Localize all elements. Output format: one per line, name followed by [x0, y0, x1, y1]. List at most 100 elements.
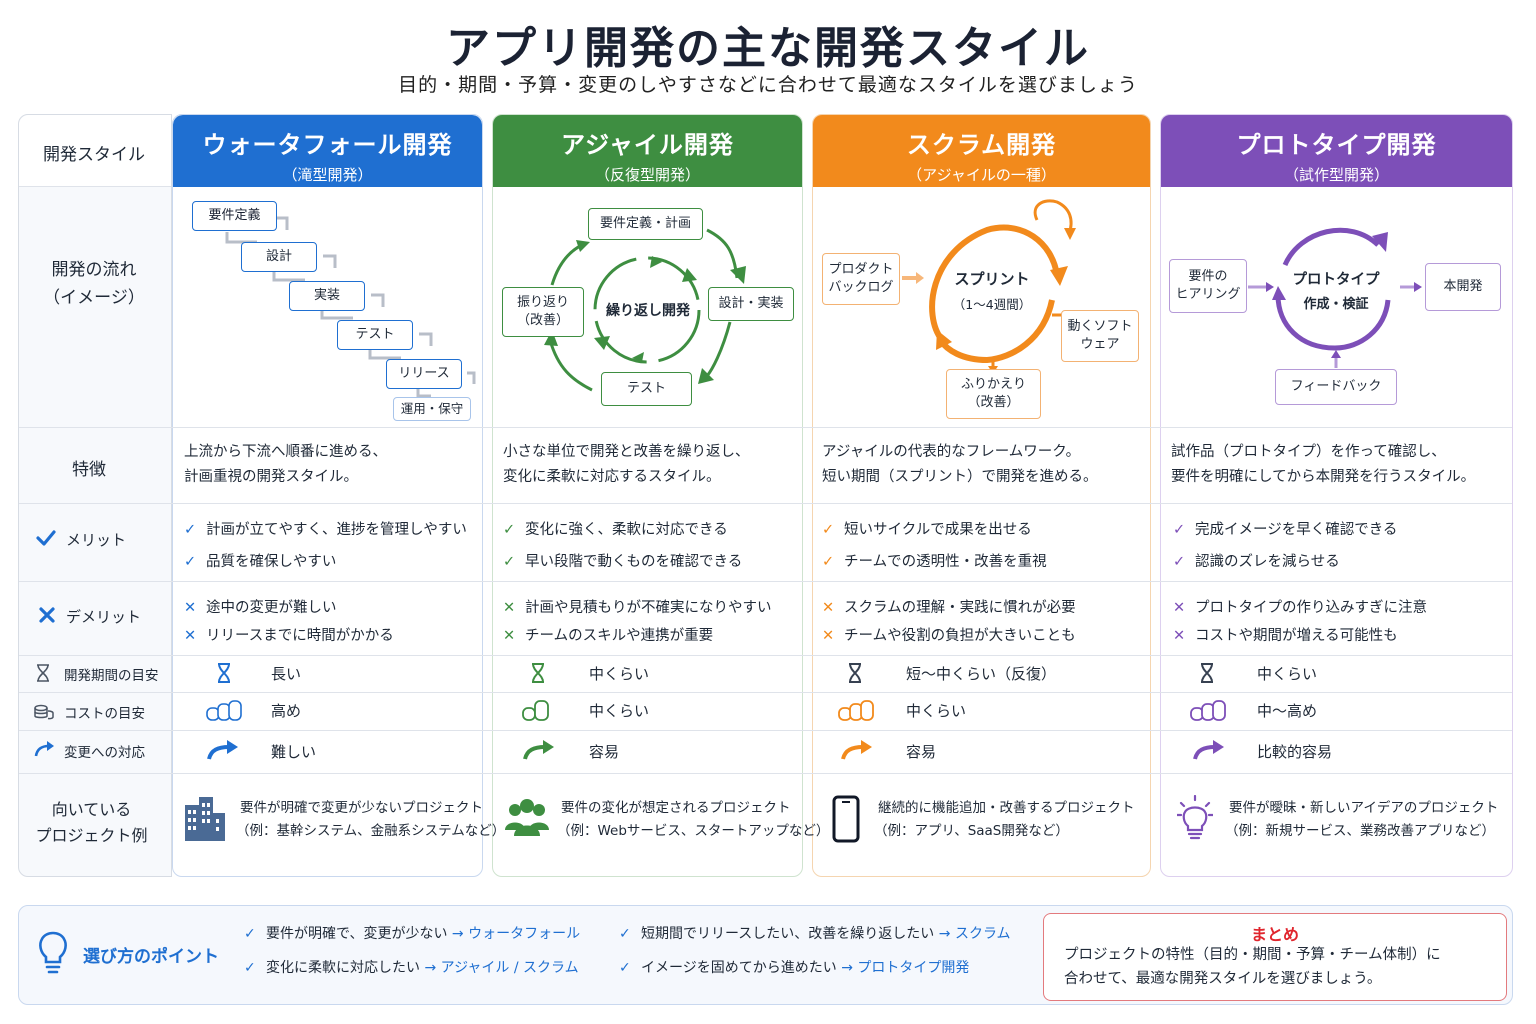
hourglass-icon	[532, 663, 544, 683]
feature-line: 計画重視の開発スタイル。	[184, 469, 358, 485]
merit-item: ✓ 早い段階で動くものを確認できる	[503, 550, 742, 571]
check-icon: ✓	[1173, 522, 1186, 538]
smartphone-icon	[832, 795, 860, 843]
row-label-merit: メリット	[66, 531, 127, 549]
demerit-item: ✕ 途中の変更が難しい	[184, 596, 337, 617]
scrum-retrospective: ふりかえり （改善）	[946, 369, 1041, 419]
period-value: 長い	[271, 665, 302, 683]
hourglass-icon	[35, 664, 51, 686]
period-value: 中くらい	[1257, 665, 1318, 683]
prototype-hearing: 要件の ヒアリング	[1169, 259, 1247, 313]
agile-cycle-arrows	[544, 228, 746, 392]
point-target: → ウォータフォール	[451, 926, 581, 942]
row-divider	[19, 503, 1512, 504]
column-agile: アジャイル開発 （反復型開発）	[492, 114, 803, 877]
change-value: 容易	[906, 743, 937, 761]
flow-step-implementation: 実装	[289, 281, 365, 311]
feature-line: 要件を明確にしてから本開発を行うスタイル。	[1171, 469, 1476, 485]
check-icon: ✓	[184, 554, 197, 570]
point-item: ✓短期間でリリースしたい、改善を繰り返したい → スクラム	[619, 923, 1011, 943]
cost-value: 中くらい	[906, 702, 967, 720]
merit-text: チームでの透明性・改善を重視	[844, 554, 1047, 570]
cross-icon: ✕	[184, 628, 197, 644]
cross-icon: ✕	[503, 628, 516, 644]
scrum-sprint-sub: （1〜4週間）	[952, 297, 1032, 312]
redirect-arrow-icon	[523, 740, 554, 760]
row-divider	[19, 773, 1512, 774]
scrum-working-software: 動くソフト ウェア	[1061, 310, 1139, 362]
redirect-arrow-icon	[34, 740, 56, 762]
feature-line: 小さな単位で開発と改善を繰り返し、	[503, 444, 750, 460]
column-title: スクラム開発	[906, 131, 1057, 159]
scrum-backlog: プロダクト バックログ	[822, 253, 900, 305]
merit-item: ✓短いサイクルで成果を出せる	[822, 518, 1032, 539]
demerit-text: リリースまでに時間がかかる	[206, 628, 394, 644]
row-divider	[19, 427, 1512, 428]
hourglass-icon	[849, 663, 861, 683]
check-icon: ✓	[244, 926, 256, 942]
demerit-item: ✕計画や見積もりが不確実になりやすい	[503, 596, 772, 617]
agile-step-design: 設計・実装	[708, 287, 794, 321]
scrum-software-label-2: ウェア	[1080, 337, 1120, 352]
fit-example: （例：基幹システム、金融系システムなど）	[236, 823, 506, 839]
row-label-feature: 特徴	[72, 460, 106, 480]
agile-step-retro-sub: （改善）	[516, 313, 569, 328]
merit-item: ✓品質を確保しやすい	[184, 550, 336, 571]
fit-example: （例：アプリ、SaaS開発など）	[874, 823, 1069, 839]
fit-text: 継続的に機能追加・改善するプロジェクト	[878, 800, 1135, 816]
point-text: 変化に柔軟に対応したい	[266, 960, 420, 976]
fit-text: 要件が明確で変更が少ないプロジェクト	[240, 800, 483, 816]
fit-example: （例：Webサービス、スタートアップなど）	[557, 823, 830, 839]
merit-item: ✓完成イメージを早く確認できる	[1173, 518, 1397, 539]
check-icon: ✓	[503, 554, 516, 570]
demerit-item: ✕コストや期間が増える可能性も	[1173, 624, 1398, 645]
point-item: ✓要件が明確で、変更が少ない → ウォータフォール	[244, 923, 580, 943]
row-label-change: 変更への対応	[64, 745, 145, 761]
redirect-arrow-icon	[207, 740, 238, 760]
agile-step-test: テスト	[601, 372, 692, 406]
summary-box	[1043, 913, 1507, 1001]
check-icon: ✓	[244, 960, 256, 976]
fit-text: 要件が曖昧・新しいアイデアのプロジェクト	[1229, 800, 1499, 816]
scrum-cycle-arrows	[902, 199, 1076, 374]
demerit-text: 途中の変更が難しい	[206, 600, 337, 616]
check-icon: ✓	[822, 522, 835, 538]
flow-step-operation: 運用・保守	[393, 397, 471, 421]
cost-value: 中〜高め	[1257, 702, 1318, 720]
check-icon: ✓	[619, 926, 631, 942]
prototype-hearing-label: 要件の	[1188, 269, 1228, 284]
column-title: プロトタイプ開発	[1236, 131, 1437, 159]
redirect-arrow-icon	[1193, 740, 1224, 760]
merit-item: ✓ チームでの透明性・改善を重視	[822, 550, 1047, 571]
demerit-item: ✕チームのスキルや連携が重要	[503, 624, 713, 645]
column-waterfall: ウォータフォール開発 （滝型開発）	[172, 114, 483, 877]
row-label-period: 開発期間の目安	[64, 668, 159, 684]
point-item: ✓変化に柔軟に対応したい → アジャイル / スクラム	[244, 957, 579, 977]
scrum-retro-label: ふりかえり	[960, 377, 1026, 392]
merit-text: 認識のズレを減らせる	[1195, 554, 1340, 570]
row-divider	[19, 692, 1512, 693]
flow-step-design: 設計	[241, 242, 317, 272]
cross-icon: ✕	[1173, 628, 1186, 644]
redirect-arrow-icon	[841, 740, 872, 760]
merit-text: 早い段階で動くものを確認できる	[525, 554, 743, 570]
hourglass-icon	[1201, 663, 1213, 683]
feature-line: アジャイルの代表的なフレームワーク。	[822, 444, 1081, 460]
cost-value: 高め	[271, 702, 302, 720]
scrum-backlog-label: プロダクト	[828, 262, 894, 277]
check-icon: ✓	[503, 522, 516, 538]
prototype-cycle-arrows	[1248, 227, 1422, 368]
row-label-demerit: デメリット	[66, 608, 142, 626]
summary-line: プロジェクトの特性（目的・期間・予算・チーム体制）に	[1064, 947, 1441, 963]
coins-icon	[1190, 700, 1226, 721]
cross-icon: ✕	[184, 600, 197, 616]
building-icon	[185, 797, 225, 841]
scrum-retro-sub: （改善）	[967, 395, 1020, 410]
cross-icon	[38, 606, 56, 624]
period-value: 短〜中くらい（反復）	[906, 665, 1057, 683]
scrum-software-label: 動くソフト	[1067, 319, 1133, 334]
check-icon: ✓	[822, 554, 835, 570]
check-icon: ✓	[1173, 554, 1186, 570]
team-icon	[505, 799, 549, 836]
coins-icon	[522, 700, 549, 721]
